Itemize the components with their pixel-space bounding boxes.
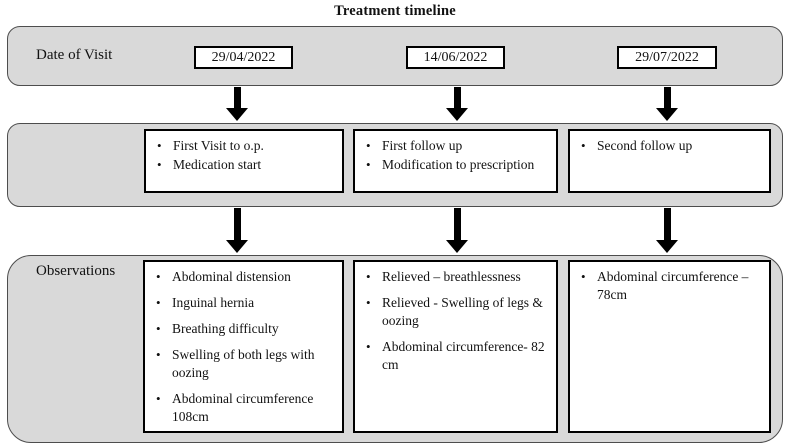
visit-box-2: First follow up Modification to prescrip… bbox=[353, 129, 558, 193]
visit-box-1: First Visit to o.p. Medication start bbox=[144, 129, 344, 193]
down-arrow-icon bbox=[446, 87, 468, 121]
arrow-head bbox=[656, 108, 678, 121]
date-value-3: 29/07/2022 bbox=[635, 49, 699, 65]
visit-item: Medication start bbox=[146, 156, 337, 174]
arrow-shaft bbox=[233, 87, 241, 108]
visit-item: Modification to prescription bbox=[355, 156, 551, 174]
arrow-head bbox=[226, 240, 248, 253]
observation-item: Abdominal circumference 108cm bbox=[145, 390, 337, 426]
observation-item: Abdominal circumference – 78cm bbox=[570, 268, 764, 304]
arrow-shaft bbox=[233, 208, 241, 240]
down-arrow-icon bbox=[446, 208, 468, 253]
diagram-title: Treatment timeline bbox=[334, 3, 456, 19]
arrow-head bbox=[226, 108, 248, 121]
down-arrow-icon bbox=[656, 87, 678, 121]
arrow-shaft bbox=[453, 87, 461, 108]
observation-box-1: Abdominal distension Inguinal hernia Bre… bbox=[143, 260, 344, 433]
observation-box-1-list: Abdominal distension Inguinal hernia Bre… bbox=[145, 262, 342, 426]
observation-box-3: Abdominal circumference – 78cm bbox=[568, 260, 771, 433]
visit-item: First follow up bbox=[355, 137, 551, 155]
arrow-shaft bbox=[663, 87, 671, 108]
visit-item: Second follow up bbox=[570, 137, 764, 155]
date-band: Date of Visit 29/04/2022 14/06/2022 29/0… bbox=[7, 26, 783, 86]
observation-item: Abdominal circumference- 82 cm bbox=[355, 338, 551, 374]
observation-item: Inguinal hernia bbox=[145, 294, 337, 312]
observation-item: Relieved – breathlessness bbox=[355, 268, 551, 286]
arrow-head bbox=[446, 108, 468, 121]
observation-box-2-list: Relieved – breathlessness Relieved - Swe… bbox=[355, 262, 556, 374]
date-box-3: 29/07/2022 bbox=[617, 46, 717, 69]
observation-item: Breathing difficulty bbox=[145, 320, 337, 338]
down-arrow-icon bbox=[226, 87, 248, 121]
observation-item: Relieved - Swelling of legs & oozing bbox=[355, 294, 551, 330]
arrow-shaft bbox=[453, 208, 461, 240]
date-of-visit-label: Date of Visit bbox=[36, 47, 113, 63]
observation-item: Swelling of both legs with oozing bbox=[145, 346, 337, 382]
visit-box-1-list: First Visit to o.p. Medication start bbox=[146, 131, 342, 174]
down-arrow-icon bbox=[656, 208, 678, 253]
observation-box-3-list: Abdominal circumference – 78cm bbox=[570, 262, 769, 304]
arrow-shaft bbox=[663, 208, 671, 240]
visit-item: First Visit to o.p. bbox=[146, 137, 337, 155]
observation-item: Abdominal distension bbox=[145, 268, 337, 286]
arrow-head bbox=[656, 240, 678, 253]
observations-band: Observations Abdominal distension Inguin… bbox=[7, 255, 783, 443]
visit-box-2-list: First follow up Modification to prescrip… bbox=[355, 131, 556, 174]
down-arrow-icon bbox=[226, 208, 248, 253]
date-box-2: 14/06/2022 bbox=[406, 46, 505, 69]
visit-box-3: Second follow up bbox=[568, 129, 771, 193]
visit-box-3-list: Second follow up bbox=[570, 131, 769, 155]
observations-label: Observations bbox=[36, 263, 116, 279]
arrow-head bbox=[446, 240, 468, 253]
visits-band: First Visit to o.p. Medication start Fir… bbox=[7, 123, 783, 207]
observation-box-2: Relieved – breathlessness Relieved - Swe… bbox=[353, 260, 558, 433]
date-box-1: 29/04/2022 bbox=[194, 46, 293, 69]
date-value-1: 29/04/2022 bbox=[211, 49, 276, 65]
date-value-2: 14/06/2022 bbox=[423, 49, 488, 65]
